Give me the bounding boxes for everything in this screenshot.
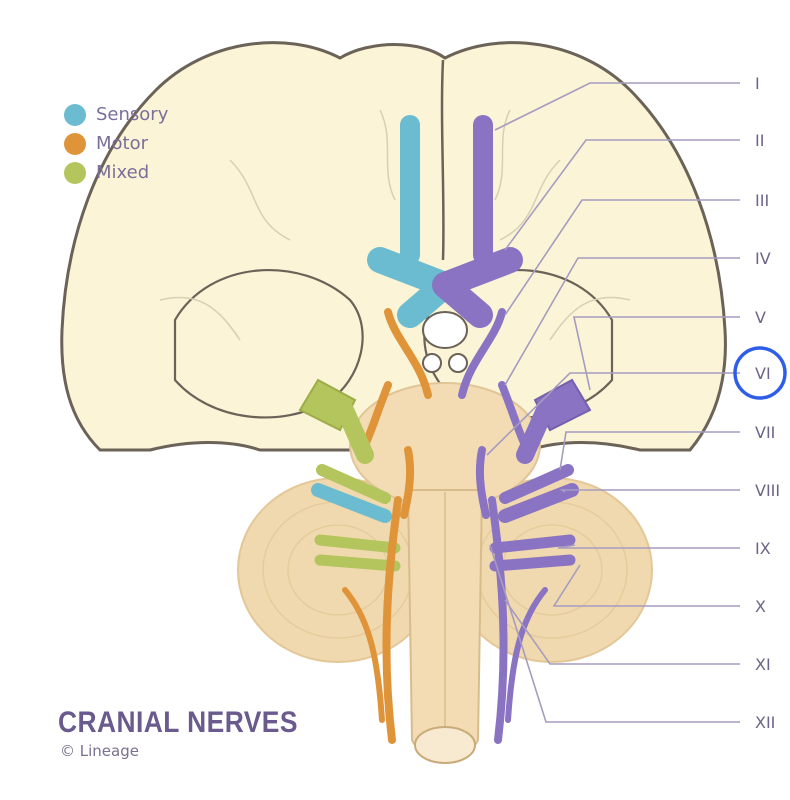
legend-item-sensory: Sensory: [64, 100, 168, 129]
nerve-label-X: X: [755, 597, 766, 616]
nerve-label-VI: VI: [755, 364, 771, 383]
nerve-label-I: I: [755, 74, 760, 93]
right-nerves: [432, 115, 592, 744]
leader-line-IV: [504, 257, 740, 386]
legend-item-motor: Motor: [64, 129, 168, 158]
motor-dot-icon: [64, 132, 86, 155]
legend-item-mixed: Mixed: [64, 158, 168, 187]
nerve-label-XII: XII: [755, 713, 775, 732]
leader-line-II: [504, 139, 740, 251]
leader-line-III: [504, 199, 740, 316]
highlight-ring: [733, 346, 787, 400]
legend-label: Mixed: [96, 162, 150, 183]
nerve-label-XI: XI: [755, 655, 771, 674]
leader-line-X: [552, 564, 740, 607]
diagram-title: CRANIAL NERVES: [58, 706, 298, 739]
brainstem: [349, 382, 541, 764]
legend-label: Motor: [96, 133, 149, 154]
leader-line-V: [573, 316, 740, 391]
legend-label: Sensory: [96, 104, 169, 125]
mixed-dot-icon: [64, 161, 86, 184]
nerve-label-III: III: [755, 191, 769, 210]
sensory-dot-icon: [64, 103, 86, 126]
left-nerves: [298, 115, 458, 744]
nerve-label-IV: IV: [755, 249, 771, 268]
credit-text: © Lineage: [60, 742, 139, 760]
nerve-label-VIII: VIII: [755, 481, 780, 500]
cerebrum: [60, 41, 727, 452]
nerve-label-IX: IX: [755, 539, 771, 558]
legend: Sensory Motor Mixed: [64, 100, 168, 187]
leader-line-VI: [486, 372, 740, 456]
leader-line-XII: [489, 544, 740, 723]
nerve-label-V: V: [755, 308, 766, 327]
nerve-label-II: II: [755, 131, 764, 150]
leader-line-XI: [504, 599, 740, 665]
nerve-label-VII: VII: [755, 423, 775, 442]
leader-line-VII: [559, 431, 740, 471]
leader-line-IX: [557, 544, 740, 549]
leader-line-I: [494, 82, 740, 131]
leader-line-VIII: [559, 489, 740, 493]
pituitary-region: [422, 311, 468, 373]
